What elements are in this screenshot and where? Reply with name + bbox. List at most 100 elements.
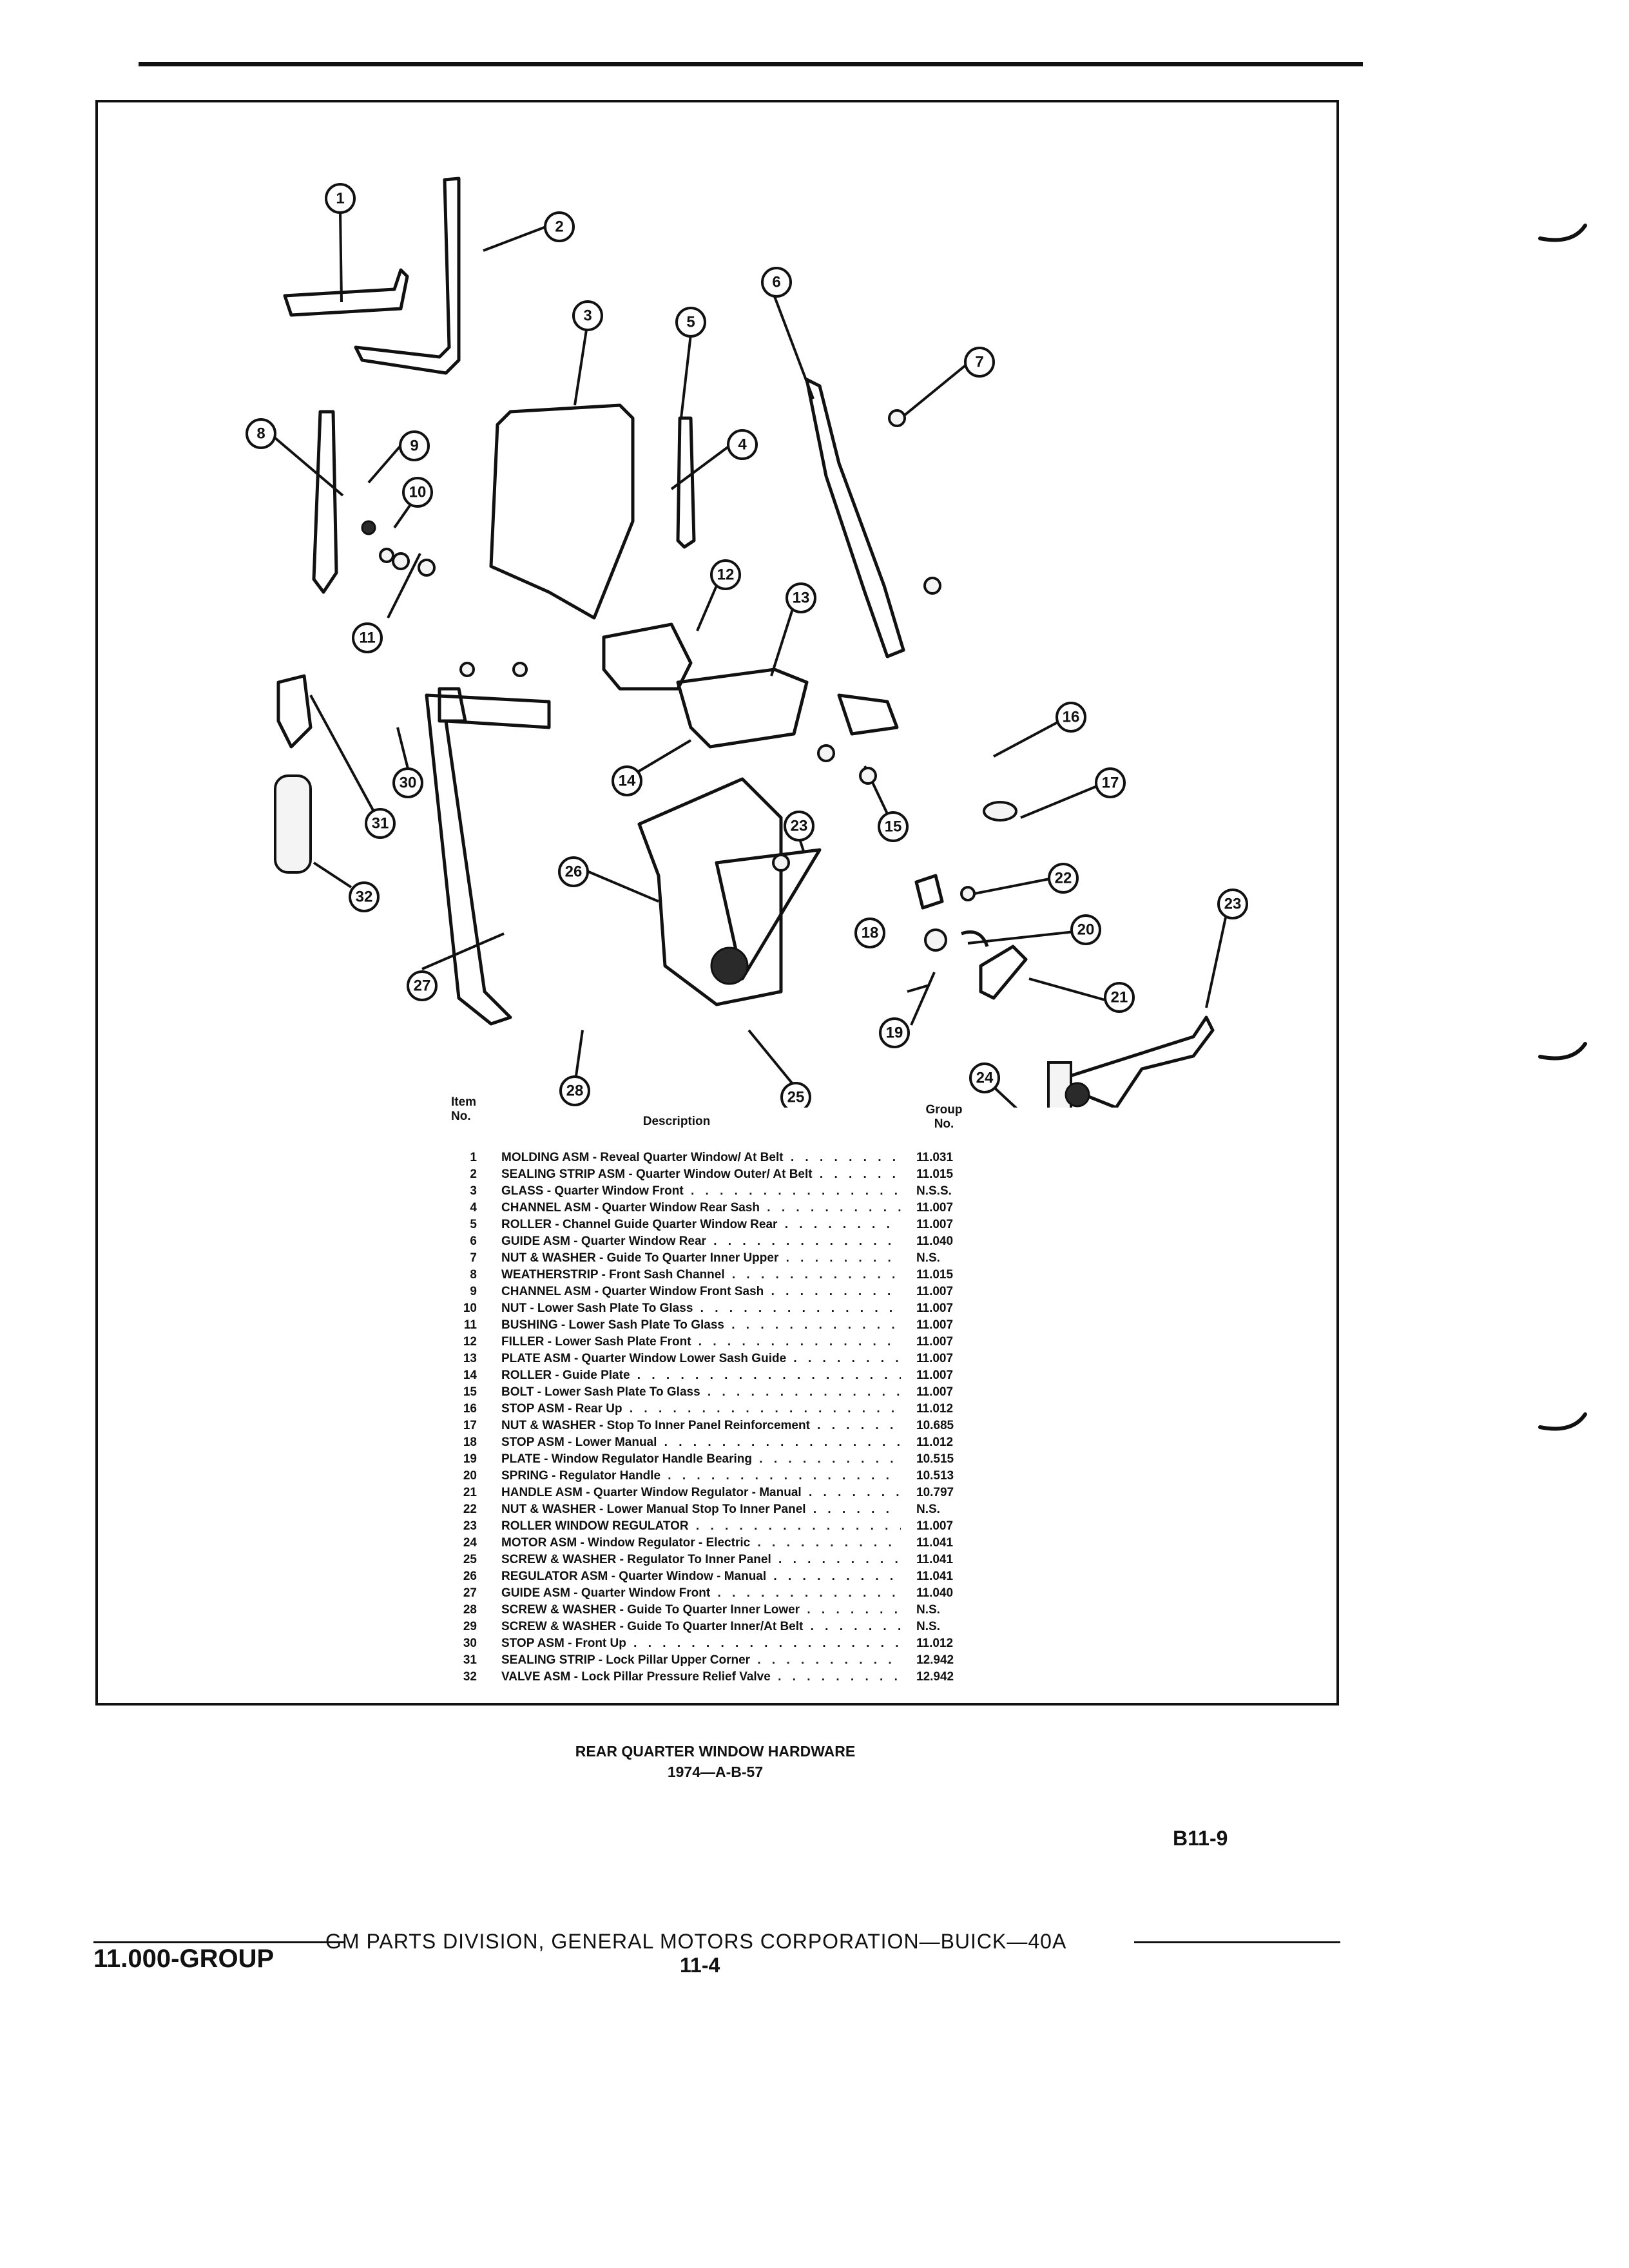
item-description: SEALING STRIP - Lock Pillar Upper Corner… <box>501 1652 901 1669</box>
item-description-text: FILLER - Lower Sash Plate Front <box>501 1335 691 1349</box>
callout-label: 23 <box>791 818 808 835</box>
item-description-text: BOLT - Lower Sash Plate To Glass <box>501 1385 700 1399</box>
leader-dots: . . . . . . . . . . . . . . . . . . . . <box>731 1268 901 1282</box>
header-item-no: Item No. <box>451 1095 496 1124</box>
leader-dots: . . . . . . . . . . . . . . . . . . . . <box>819 1168 901 1181</box>
leader-dots: . . . . . . . . . . . . . . . . . . . . <box>700 1302 901 1315</box>
leader-dots: . . . . . . . . . . . . . . . . . . . . <box>757 1653 901 1667</box>
item-description: STOP ASM - Front Up . . . . . . . . . . … <box>501 1635 901 1652</box>
item-description: BUSHING - Lower Sash Plate To Glass . . … <box>501 1317 901 1334</box>
item-description-text: GUIDE ASM - Quarter Window Front <box>501 1586 711 1600</box>
callout-circle <box>1095 767 1126 798</box>
item-group-number: 11.007 <box>916 1352 954 1365</box>
callout-12: 12 <box>710 559 741 590</box>
callout-label: 9 <box>410 437 418 455</box>
callout-circle <box>612 765 642 796</box>
callout-label: 12 <box>717 566 735 584</box>
item-number: 15 <box>463 1385 477 1399</box>
callout-circle <box>780 1082 811 1108</box>
callout-circle <box>1055 702 1086 733</box>
callout-circle <box>349 881 380 912</box>
callout-label: 25 <box>787 1089 805 1106</box>
callout-circle <box>964 347 995 378</box>
callout-circle <box>402 477 433 508</box>
leader-lines <box>273 211 1227 1108</box>
part-illustrations <box>274 177 1215 1108</box>
item-number: 29 <box>463 1620 477 1633</box>
callout-circle <box>392 767 423 798</box>
callout-22: 22 <box>1048 863 1079 894</box>
item-description: SCREW & WASHER - Guide To Quarter Inner … <box>501 1602 901 1619</box>
callout-circle <box>761 267 792 298</box>
callout-label: 7 <box>975 354 983 371</box>
callout-circle <box>786 582 816 613</box>
callout-circle <box>325 183 356 214</box>
item-description: STOP ASM - Lower Manual . . . . . . . . … <box>501 1434 901 1451</box>
header-description: Description <box>642 1115 711 1128</box>
callout-16: 16 <box>1055 702 1086 733</box>
item-description-text: CHANNEL ASM - Quarter Window Rear Sash <box>501 1201 760 1215</box>
callout-1: 1 <box>325 183 356 214</box>
item-description: NUT & WASHER - Lower Manual Stop To Inne… <box>501 1501 901 1518</box>
callout-label: 2 <box>555 218 563 236</box>
item-group-number: 10.515 <box>916 1452 954 1466</box>
callout-label: 14 <box>619 773 636 790</box>
leader-dots: . . . . . . . . . . . . . . . . . . . . <box>767 1201 901 1215</box>
callout-24: 24 <box>969 1062 1000 1093</box>
item-number: 17 <box>463 1419 477 1432</box>
leader-dots: . . . . . . . . . . . . . . . . . . . . <box>668 1469 901 1483</box>
item-number: 32 <box>463 1670 477 1684</box>
callout-circle <box>1048 863 1079 894</box>
item-number: 6 <box>470 1235 477 1248</box>
callout-25: 25 <box>780 1082 811 1108</box>
item-description-text: SCREW & WASHER - Guide To Quarter Inner/… <box>501 1620 804 1633</box>
callout-label: 5 <box>686 314 695 331</box>
callout-19: 19 <box>879 1017 910 1048</box>
item-group-number: 11.012 <box>916 1402 954 1416</box>
item-number: 10 <box>463 1302 477 1315</box>
margin-mark-middle <box>1538 1042 1587 1061</box>
item-description: PLATE - Window Regulator Handle Bearing … <box>501 1451 901 1468</box>
item-description-text: NUT & WASHER - Lower Manual Stop To Inne… <box>501 1503 806 1516</box>
callout-15: 15 <box>878 811 909 842</box>
callout-label: 19 <box>886 1024 903 1042</box>
header-group-line2: No. <box>934 1117 954 1131</box>
callout-7: 7 <box>964 347 995 378</box>
item-description-text: GLASS - Quarter Window Front <box>501 1184 684 1198</box>
callout-circle <box>784 811 815 841</box>
diagram-frame <box>95 100 1339 1706</box>
callout-label: 24 <box>976 1070 994 1087</box>
callout-label: 21 <box>1111 989 1128 1006</box>
item-group-number: 11.040 <box>916 1586 954 1600</box>
item-number: 3 <box>470 1184 477 1198</box>
leader-dots: . . . . . . . . . . . . . . . . . . . . <box>813 1503 901 1516</box>
item-description-text: ROLLER WINDOW REGULATOR <box>501 1519 689 1533</box>
callout-label: 32 <box>356 889 373 906</box>
item-number: 31 <box>463 1653 477 1667</box>
item-description: NUT - Lower Sash Plate To Glass . . . . … <box>501 1300 901 1317</box>
item-description-text: STOP ASM - Lower Manual <box>501 1436 657 1449</box>
callout-circle <box>572 300 603 331</box>
item-description: NUT & WASHER - Guide To Quarter Inner Up… <box>501 1250 901 1267</box>
item-description-text: ROLLER - Channel Guide Quarter Window Re… <box>501 1218 778 1231</box>
item-group-number: 11.007 <box>916 1385 954 1399</box>
item-group-number: 11.007 <box>916 1201 954 1215</box>
item-description: FILLER - Lower Sash Plate Front . . . . … <box>501 1334 901 1350</box>
item-description: BOLT - Lower Sash Plate To Glass . . . .… <box>501 1384 901 1401</box>
margin-marks <box>1538 224 1587 1431</box>
item-number: 27 <box>463 1586 477 1600</box>
footer-rule-left <box>93 1941 345 1943</box>
callout-circle <box>559 1075 590 1106</box>
item-group-number: 11.040 <box>916 1235 954 1248</box>
leader-dots: . . . . . . . . . . . . . . . . . . . . <box>698 1335 901 1349</box>
